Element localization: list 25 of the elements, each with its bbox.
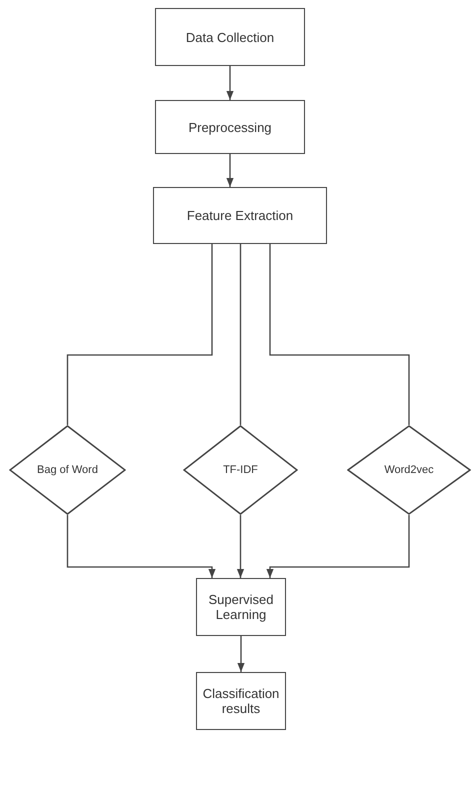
node-label: Classification results: [202, 686, 280, 716]
process-box: [155, 8, 305, 66]
node-label: Preprocessing: [187, 120, 273, 134]
arrow: [266, 515, 410, 578]
process-box: [153, 187, 327, 244]
process-box: [196, 672, 286, 730]
decision-diamond: [347, 425, 471, 515]
connector-line: [269, 244, 410, 425]
node-label: Word2vec: [383, 464, 435, 476]
process-box: [196, 578, 286, 636]
arrow: [237, 636, 245, 672]
decision-diamond: [9, 425, 126, 515]
node-label: Bag of Word: [36, 464, 99, 476]
arrow: [66, 515, 216, 578]
decision-diamond: [183, 425, 298, 515]
node-label: Supervised Learning: [207, 592, 275, 622]
process-box: [155, 100, 305, 154]
arrow: [226, 154, 234, 187]
node-label: Feature Extraction: [186, 208, 294, 223]
connector-line: [66, 244, 213, 425]
arrow: [236, 515, 244, 578]
node-label: TF-IDF: [222, 464, 259, 476]
connector-line: [240, 244, 242, 425]
node-label: Data Collection: [184, 30, 276, 44]
arrow: [226, 66, 234, 100]
